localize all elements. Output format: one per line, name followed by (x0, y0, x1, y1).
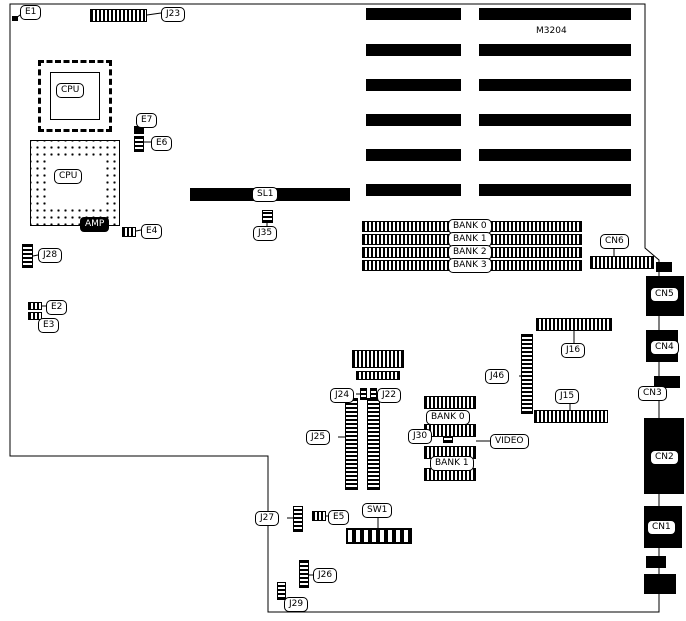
cn6-header (590, 256, 654, 269)
label-j35: J35 (253, 226, 278, 241)
label-video-bank1: BANK 1 (430, 456, 474, 471)
j16-header (536, 318, 612, 331)
edge-connector-b (644, 574, 676, 594)
j25-header-a (345, 398, 358, 490)
j46-header (521, 334, 533, 414)
e6-jumper (134, 136, 144, 152)
isa-slot-2-left (366, 44, 461, 56)
label-e6: E6 (151, 136, 173, 151)
j28-header (22, 244, 33, 268)
label-amp: AMP (80, 217, 110, 232)
label-model-number: M3204 (536, 26, 567, 36)
leader-line-j28 (32, 254, 39, 257)
sw1-dip-switch (346, 528, 412, 544)
video-ram-chip-1 (424, 396, 476, 409)
label-video-bank0: BANK 0 (426, 410, 470, 425)
label-e2: E2 (46, 300, 68, 315)
isa-slot-6-left (366, 184, 461, 196)
j24-header (360, 388, 367, 400)
edge-pad (656, 262, 672, 272)
e1-jumper (12, 16, 18, 21)
label-j24: J24 (330, 388, 355, 403)
j35-jumper (262, 210, 273, 223)
label-cn2: CN2 (650, 450, 679, 465)
isa-slot-1-left (366, 8, 461, 20)
label-sw1: SW1 (362, 503, 393, 518)
label-j22: J22 (377, 388, 402, 403)
leader-line-j23 (146, 12, 162, 16)
label-qfp-cpu: CPU (56, 83, 85, 98)
isa-slot-6-right (479, 184, 631, 196)
isa-slot-1-right (479, 8, 631, 20)
isa-slot-2-right (479, 44, 631, 56)
label-j25: J25 (306, 430, 331, 445)
label-cn5: CN5 (650, 287, 679, 302)
qfp-chip (38, 60, 112, 132)
label-cn1: CN1 (647, 520, 676, 535)
e7-jumper (134, 126, 144, 134)
label-cn3: CN3 (638, 386, 667, 401)
leader-line-e4 (135, 229, 142, 232)
label-j16: J16 (561, 343, 586, 358)
isa-slot-4-right (479, 114, 631, 126)
label-j29: J29 (284, 597, 309, 612)
label-j26: J26 (313, 568, 338, 583)
j15-header (534, 410, 608, 423)
j27-header (293, 506, 303, 532)
isa-slot-3-left (366, 79, 461, 91)
label-video: VIDEO (490, 434, 529, 449)
label-j23: J23 (161, 7, 186, 22)
label-e3: E3 (38, 318, 60, 333)
label-cn4: CN4 (650, 340, 679, 355)
label-j27: J27 (255, 511, 280, 526)
isa-slot-4-left (366, 114, 461, 126)
j26-header (299, 560, 309, 588)
label-j28: J28 (38, 248, 63, 263)
e2-jumper (28, 302, 42, 310)
isa-slot-5-right (479, 149, 631, 161)
header-block-lower (356, 371, 400, 380)
isa-slot-3-right (479, 79, 631, 91)
j29-header (277, 582, 286, 600)
label-e5: E5 (328, 510, 350, 525)
header-block-upper (352, 350, 404, 368)
j25-header-b (367, 398, 380, 490)
label-j46: J46 (485, 369, 510, 384)
e4-jumper (122, 227, 136, 237)
e3-jumper (28, 312, 42, 320)
label-cn6: CN6 (600, 234, 629, 249)
label-e7: E7 (136, 113, 158, 128)
label-e1: E1 (20, 5, 42, 20)
label-sl1: SL1 (252, 187, 279, 202)
label-pga-cpu: CPU (54, 169, 83, 184)
j23-header (90, 9, 147, 22)
e5-jumper (312, 511, 326, 521)
label-j30: J30 (408, 429, 433, 444)
label-simm-bank3: BANK 3 (448, 258, 492, 273)
edge-connector-a (646, 556, 666, 568)
label-j15: J15 (555, 389, 580, 404)
label-e4: E4 (141, 224, 163, 239)
isa-slot-5-left (366, 149, 461, 161)
cn3-connector (654, 376, 680, 388)
